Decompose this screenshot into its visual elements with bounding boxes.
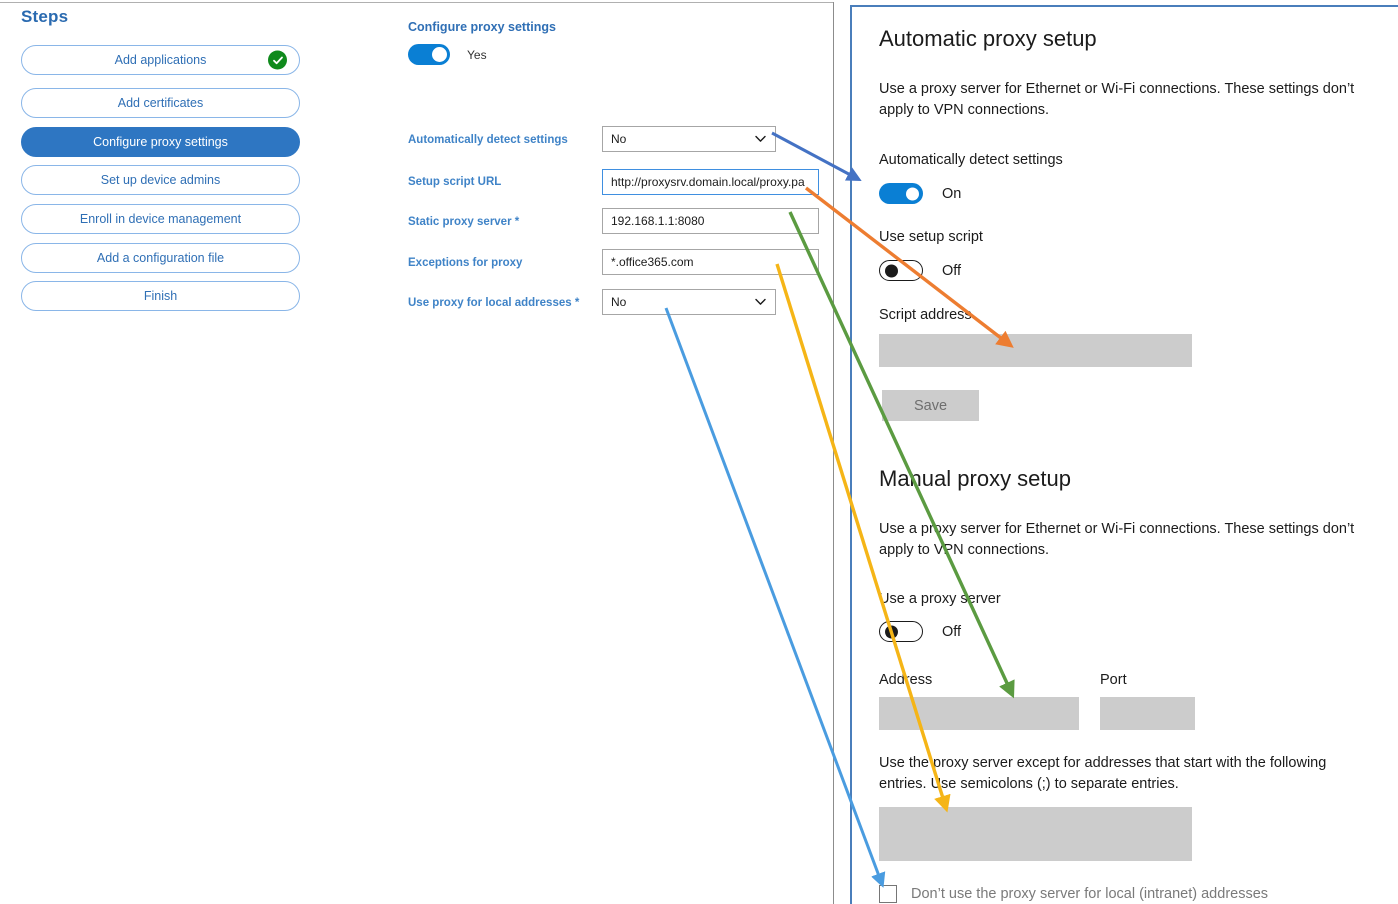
sidebar-item-set-up-device-admins[interactable]: Set up device admins [21, 165, 300, 195]
automatic-proxy-setup-description: Use a proxy server for Ethernet or Wi-Fi… [879, 81, 1355, 118]
exceptions-description: Use the proxy server except for addresse… [879, 755, 1327, 792]
exceptions-input[interactable] [879, 807, 1192, 861]
use-a-proxy-server-toggle[interactable]: Off [879, 621, 961, 642]
sidebar-item-add-applications[interactable]: Add applications [21, 45, 300, 75]
top-divider [0, 2, 834, 3]
step-label: Add certificates [117, 96, 204, 110]
sidebar-item-add-certificates[interactable]: Add certificates [21, 88, 300, 118]
label-static-proxy-server: Static proxy server * [408, 216, 519, 228]
form-heading: Configure proxy settings [408, 20, 556, 34]
address-input[interactable] [879, 697, 1079, 730]
automatically-detect-settings-toggle[interactable]: On [879, 183, 961, 204]
chevron-down-icon[interactable] [755, 135, 766, 143]
label-automatically-detect-settings: Automatically detect settings [408, 134, 568, 146]
vertical-divider [833, 2, 834, 904]
toggle-knob [885, 625, 898, 638]
toggle-switch-on[interactable] [879, 183, 923, 204]
step-label: Set up device admins [100, 173, 221, 187]
toggle-knob [906, 187, 919, 200]
step-label: Enroll in device management [79, 212, 242, 226]
use-a-proxy-server-label: Use a proxy server [879, 591, 1001, 607]
select-value: No [611, 132, 627, 146]
toggle-state-label: Off [942, 262, 962, 279]
port-label: Port [1100, 672, 1127, 688]
toggle-switch-off[interactable] [879, 260, 923, 281]
required-asterisk: * [511, 216, 520, 228]
select-automatically-detect-settings[interactable]: No [602, 126, 776, 152]
sidebar-item-add-a-configuration-file[interactable]: Add a configuration file [21, 243, 300, 273]
windows-proxy-settings-panel: Automatic proxy setup Use a proxy server… [850, 5, 1398, 904]
manual-proxy-setup-heading: Manual proxy setup [879, 466, 1071, 491]
input-value: *.office365.com [611, 255, 694, 269]
input-setup-script-url[interactable]: http://proxysrv.domain.local/proxy.pa [602, 169, 819, 195]
manual-proxy-setup-description: Use a proxy server for Ethernet or Wi-Fi… [879, 521, 1355, 558]
chevron-down-icon[interactable] [755, 298, 766, 306]
port-input[interactable] [1100, 697, 1195, 730]
bypass-local-addresses-checkbox-row[interactable]: Don’t use the proxy server for local (in… [879, 885, 1268, 903]
steps-panel-title: Steps [21, 7, 69, 26]
toggle-knob [432, 47, 447, 62]
toggle-state-label: Off [942, 623, 962, 640]
toggle-switch-on[interactable] [408, 44, 450, 65]
label-setup-script-url: Setup script URL [408, 176, 501, 188]
step-label: Configure proxy settings [93, 135, 228, 149]
label-exceptions-for-proxy: Exceptions for proxy [408, 257, 522, 269]
input-exceptions-for-proxy[interactable]: *.office365.com [602, 249, 819, 275]
use-setup-script-label: Use setup script [879, 229, 983, 245]
select-value: No [611, 295, 627, 309]
script-address-label: Script address [879, 307, 972, 323]
label-text: Exceptions for proxy [408, 257, 523, 269]
configure-proxy-toggle[interactable]: Yes [408, 44, 487, 65]
toggle-switch-off[interactable] [879, 621, 923, 642]
checkbox-unchecked-icon[interactable] [879, 885, 897, 903]
save-button-label: Save [913, 397, 948, 414]
toggle-label: Yes [467, 47, 487, 62]
step-label: Add applications [114, 53, 207, 67]
sidebar-item-enroll-in-device-management[interactable]: Enroll in device management [21, 204, 300, 234]
sidebar-item-finish[interactable]: Finish [21, 281, 300, 311]
required-asterisk: * [571, 297, 580, 309]
label-text: Setup script URL [408, 176, 502, 188]
automatically-detect-settings-label: Automatically detect settings [879, 152, 1063, 168]
select-use-proxy-for-local-addresses[interactable]: No [602, 289, 776, 315]
label-text: Static proxy server [408, 216, 512, 228]
label-text: Use proxy for local addresses [408, 297, 572, 309]
step-label: Finish [143, 289, 178, 303]
use-setup-script-toggle[interactable]: Off [879, 260, 961, 281]
sidebar-item-configure-proxy-settings[interactable]: Configure proxy settings [21, 127, 300, 157]
label-use-proxy-for-local-addresses: Use proxy for local addresses * [408, 297, 579, 309]
input-static-proxy-server[interactable]: 192.168.1.1:8080 [602, 208, 819, 234]
step-label: Add a configuration file [96, 251, 225, 265]
toggle-knob [885, 264, 898, 277]
bypass-local-addresses-label: Don’t use the proxy server for local (in… [911, 886, 1269, 902]
save-button[interactable]: Save [882, 390, 979, 421]
address-label: Address [879, 672, 933, 688]
input-value: 192.168.1.1:8080 [611, 214, 705, 228]
script-address-input[interactable] [879, 334, 1192, 367]
input-value: http://proxysrv.domain.local/proxy.pa [611, 175, 805, 189]
check-circle-icon [268, 50, 287, 70]
label-text: Automatically detect settings [408, 134, 568, 146]
toggle-state-label: On [942, 185, 962, 202]
automatic-proxy-setup-heading: Automatic proxy setup [879, 26, 1097, 51]
